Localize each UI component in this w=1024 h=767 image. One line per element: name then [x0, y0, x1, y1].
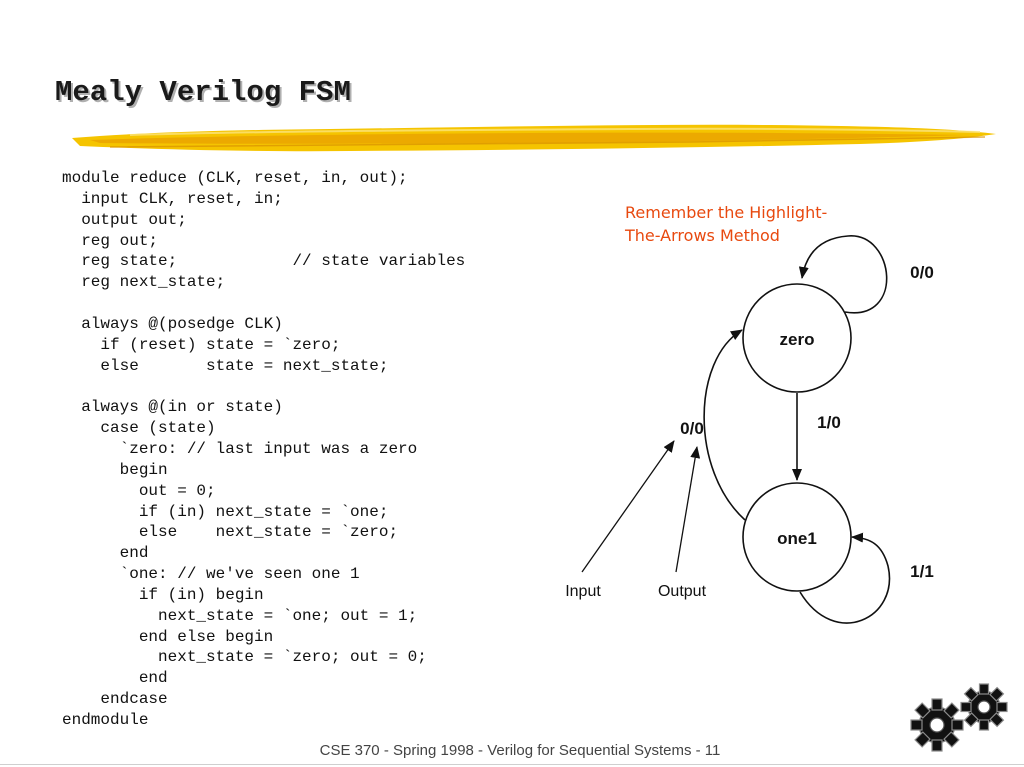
transition-label-zero-self: 0/0: [910, 263, 934, 282]
slide-footer: CSE 370 - Spring 1998 - Verilog for Sequ…: [319, 742, 721, 759]
input-pointer-label: Input: [565, 583, 601, 600]
code-line: reg out;: [62, 231, 159, 250]
state-one-label: one1: [777, 529, 817, 548]
code-line: next_state = `zero; out = 0;: [62, 648, 427, 667]
code-line: endmodule: [62, 710, 149, 729]
code-line: end: [62, 669, 168, 688]
title-brush-stroke: [72, 124, 996, 152]
input-pointer-arrow: [581, 440, 675, 573]
code-line: if (reset) state = `zero;: [62, 335, 341, 354]
gears-icon: [910, 683, 1008, 752]
code-line: next_state = `one; out = 1;: [62, 606, 418, 625]
note-line-2: The-Arrows Method: [625, 226, 780, 245]
code-line: reg state; // state variables: [62, 252, 466, 271]
code-line: module reduce (CLK, reset, in, out);: [62, 169, 408, 187]
code-line: end: [62, 544, 149, 563]
state-zero-label: zero: [780, 330, 815, 349]
code-line: else next_state = `zero;: [62, 523, 399, 542]
output-pointer-label: Output: [658, 583, 707, 600]
code-line: `one: // we've seen one 1: [62, 565, 360, 584]
code-line: if (in) next_state = `one;: [62, 502, 389, 521]
code-line: output out;: [62, 210, 187, 229]
code-line: reg next_state;: [62, 273, 226, 292]
code-line: `zero: // last input was a zero: [62, 439, 418, 458]
one-to-zero-arrow: [703, 329, 746, 521]
highlight-arrows-note: Remember the Highlight- The-Arrows Metho…: [625, 201, 885, 247]
code-line: out = 0;: [62, 481, 216, 500]
transition-label-zero-to-one: 1/0: [817, 413, 841, 432]
transition-label-one-self: 1/1: [910, 562, 934, 581]
state-one-circle: [742, 482, 852, 592]
code-line: begin: [62, 460, 168, 479]
code-line: case (state): [62, 419, 216, 438]
code-line: else state = next_state;: [62, 356, 389, 375]
code-line: end else begin: [62, 627, 274, 646]
code-line: endcase: [62, 690, 168, 709]
output-pointer-arrow: [675, 446, 701, 573]
slide-title: Mealy Verilog FSM: [55, 76, 351, 109]
state-zero-circle: [742, 283, 852, 393]
zero-self-loop-arrow: [798, 235, 888, 314]
code-line: input CLK, reset, in;: [62, 189, 283, 208]
footer-divider: [0, 764, 1024, 765]
code-line: if (in) begin: [62, 585, 264, 604]
one-self-loop-arrow: [799, 532, 891, 624]
code-line: always @(posedge CLK): [62, 314, 283, 333]
transition-label-one-to-zero: 0/0: [680, 419, 704, 438]
note-line-1: Remember the Highlight-: [625, 203, 828, 222]
code-line: always @(in or state): [62, 398, 283, 417]
verilog-code-block: module reduce (CLK, reset, in, out); inp…: [62, 168, 465, 731]
